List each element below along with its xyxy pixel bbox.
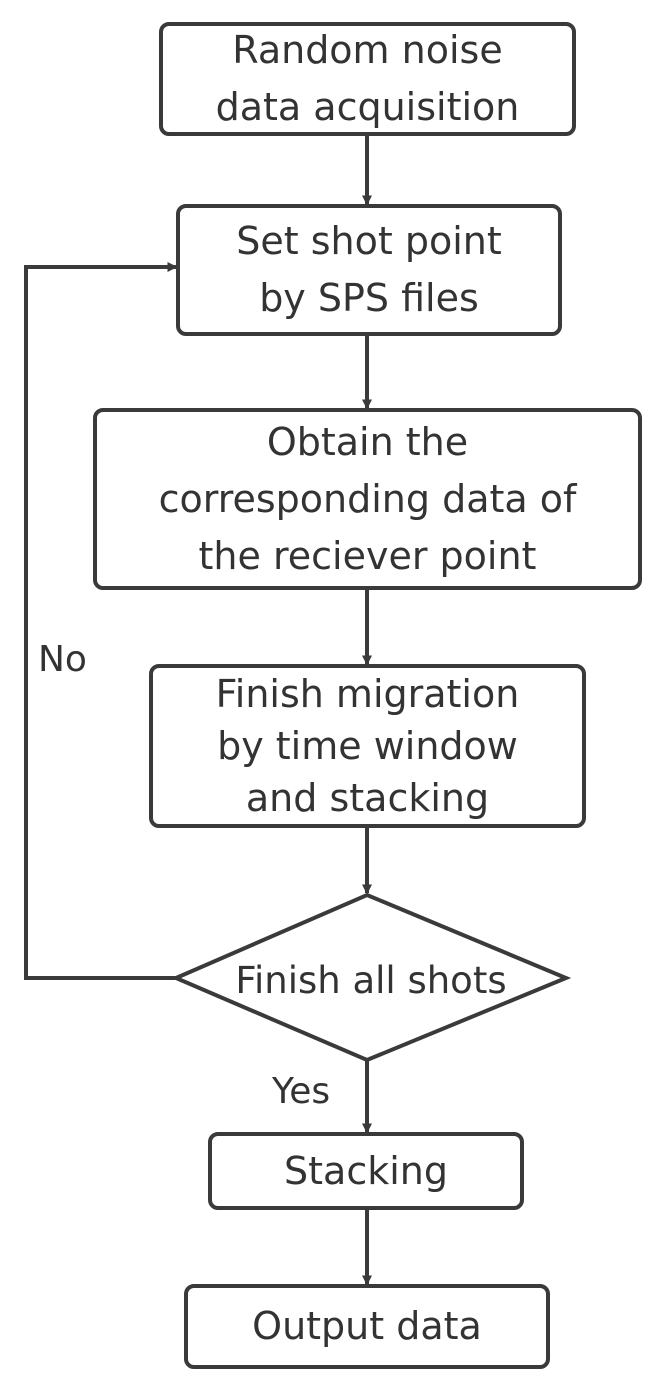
- yes-branch-label: Yes: [272, 1071, 331, 1112]
- step-set-shot-point: Set shot point by SPS files: [176, 204, 562, 336]
- step-set-shot-point-label: Set shot point by SPS files: [236, 219, 502, 320]
- step-output-data: Output data: [184, 1284, 550, 1369]
- step-obtain-receiver-data: Obtain the corresponding data of the rec…: [93, 408, 642, 590]
- arrow-no-loop-back: [24, 262, 178, 980]
- step-random-noise-acquisition: Random noise data acquisition: [159, 22, 576, 136]
- step-random-noise-acquisition-label: Random noise data acquisition: [215, 28, 520, 129]
- decision-finish-all-shots-label: Finish all shots: [235, 958, 507, 1002]
- step-stacking-label: Stacking: [284, 1148, 448, 1193]
- step-finish-migration-label: Finish migration by time window and stac…: [215, 672, 520, 820]
- step-stacking: Stacking: [208, 1132, 524, 1210]
- step-finish-migration: Finish migration by time window and stac…: [149, 664, 586, 828]
- decision-diamond: [170, 892, 572, 1063]
- step-obtain-receiver-data-label: Obtain the corresponding data of the rec…: [158, 419, 577, 578]
- no-branch-label: No: [38, 639, 87, 680]
- step-output-data-label: Output data: [252, 1304, 482, 1348]
